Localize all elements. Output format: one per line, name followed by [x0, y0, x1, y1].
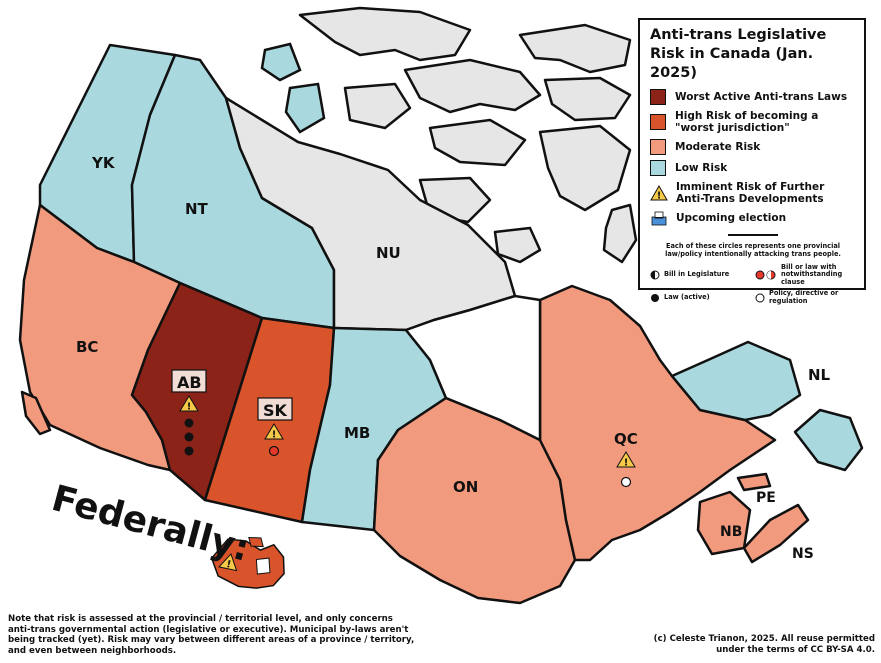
law-active-dot — [184, 432, 194, 442]
sk-label-box — [257, 397, 293, 421]
legend-label: Moderate Risk — [675, 141, 761, 153]
label-ab: AB — [177, 373, 202, 392]
legend-label: Upcoming election — [676, 212, 787, 224]
legend-item-low: Low Risk — [650, 160, 856, 176]
law-active-dot — [184, 418, 194, 428]
label-nu: NU — [376, 244, 401, 262]
region-nova-scotia — [742, 503, 810, 564]
circle-key-law: Law (active) — [650, 290, 751, 305]
svg-text:!: ! — [187, 402, 192, 413]
legend-panel: Anti-trans Legislative Risk in Canada (J… — [638, 18, 866, 304]
legend-circle-note: Each of these circles represents one pro… — [665, 241, 841, 258]
legend-label: Imminent Risk of Further Anti-Trans Deve… — [676, 181, 825, 205]
half-filled-circle-icon — [650, 270, 660, 280]
svg-text:!: ! — [624, 458, 629, 469]
label-pe: PE — [756, 490, 776, 506]
legend-item-imminent: ! Imminent Risk of Further Anti-Trans De… — [650, 181, 856, 205]
label-mb: MB — [344, 424, 370, 442]
legend-divider — [728, 234, 778, 236]
region-new-brunswick — [696, 490, 752, 556]
warning-icon: ! — [650, 185, 668, 201]
federal-mini-map: ! — [210, 536, 285, 589]
ballot-box-icon — [651, 211, 667, 226]
circle-key-label: Bill or law with notwithstanding clause — [781, 262, 843, 286]
label-on: ON — [453, 478, 478, 496]
arctic-islands — [298, 6, 638, 264]
label-ns: NS — [792, 546, 814, 562]
warning-icon: ! — [264, 423, 284, 441]
region-quebec — [538, 284, 777, 562]
region-bc-island — [20, 390, 52, 436]
region-pei — [736, 472, 772, 492]
legend-item-election: Upcoming election — [650, 210, 856, 226]
svg-text:!: ! — [657, 191, 662, 202]
label-qc: QC — [614, 430, 638, 448]
legend-label: Low Risk — [675, 162, 728, 174]
red-circle-icon — [755, 270, 776, 280]
svg-text:!: ! — [272, 430, 277, 441]
filled-circle-icon — [651, 293, 659, 302]
legend-item-high: High Risk of becoming a "worst jurisdict… — [650, 110, 856, 134]
footnote: Note that risk is assessed at the provin… — [8, 614, 415, 656]
legend-label: Worst Active Anti-trans Laws — [675, 91, 848, 103]
swatch-high — [650, 114, 666, 130]
credit-line: (c) Celeste Trianon, 2025. All reuse per… — [653, 634, 875, 655]
legend-item-worst: Worst Active Anti-trans Laws — [650, 89, 856, 105]
region-newfoundland — [793, 408, 864, 472]
swatch-worst — [650, 89, 666, 105]
legend-title: Anti-trans Legislative Risk in Canada (J… — [650, 27, 827, 81]
circle-key-label: Bill in Legislature — [664, 270, 730, 278]
circle-key-label: Law (active) — [664, 292, 710, 301]
circle-key-bill: Bill in Legislature — [650, 264, 751, 287]
label-nb: NB — [720, 524, 742, 540]
warning-icon: ! — [179, 395, 199, 413]
region-labrador — [670, 340, 802, 422]
swatch-low — [650, 160, 666, 176]
label-nl: NL — [808, 366, 831, 384]
law-active-dot — [184, 446, 194, 456]
label-bc: BC — [76, 338, 98, 356]
label-yk: YK — [91, 154, 116, 172]
warning-icon: ! — [616, 451, 636, 469]
policy-dot — [620, 476, 632, 488]
legend-item-moderate: Moderate Risk — [650, 139, 856, 155]
circle-key-label: Policy, directive or regulation — [769, 289, 839, 305]
empty-circle-icon — [755, 293, 765, 302]
hudson-bay — [403, 294, 542, 443]
legend-label: High Risk of becoming a "worst jurisdict… — [675, 110, 819, 134]
label-sk: SK — [263, 401, 288, 420]
nt-arctic-islands — [260, 42, 326, 134]
notwithstanding-dot — [268, 445, 280, 457]
ab-label-box — [171, 369, 207, 393]
circle-key: Bill in Legislature Bill or law with not… — [650, 262, 856, 306]
swatch-moderate — [650, 139, 666, 155]
svg-text:!: ! — [225, 559, 232, 571]
circle-key-policy: Policy, directive or regulation — [755, 289, 856, 305]
label-nt: NT — [185, 200, 209, 218]
circle-key-notwithstanding: Bill or law with notwithstanding clause — [755, 262, 856, 287]
